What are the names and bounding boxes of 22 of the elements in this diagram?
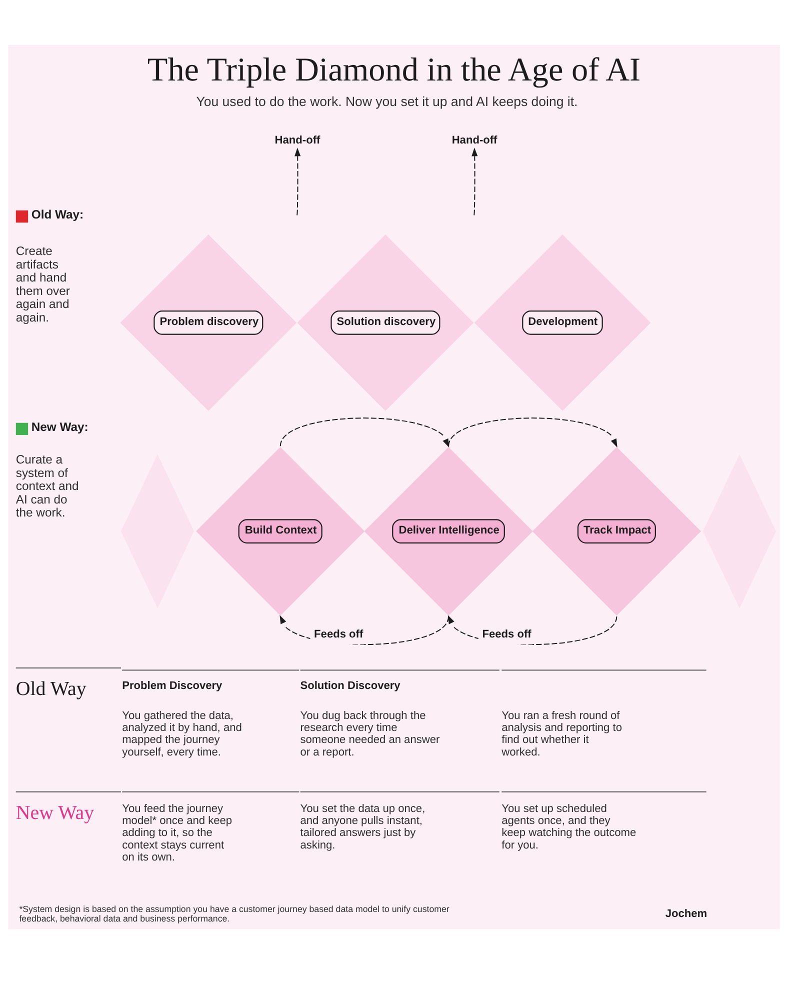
label: New Way — [16, 801, 94, 824]
node-text: Hand-off — [274, 134, 320, 146]
label: You gathered the data, analyzed it by hand, and mapped the journey yourself, every time. — [122, 709, 242, 758]
node-text: Hand-off — [452, 134, 498, 146]
edge-label: Feeds off — [314, 628, 364, 640]
label: You ran a fresh round of analysis and reporting to find out whether it worked. — [502, 709, 622, 758]
label: Problem Discovery — [122, 679, 222, 692]
label: Create artifacts and hand them over again and again. — [16, 244, 70, 324]
label: You used to do the work. Now you set it up and AI keeps doing it. — [196, 93, 578, 108]
label: Old Way — [16, 677, 86, 700]
label: Solution Discovery — [300, 679, 400, 692]
label: You set the data up once, and anyone pulls instant, tailored answers just by asking. — [300, 802, 426, 851]
label: Curate a system of context and AI can do the work. — [16, 452, 79, 520]
label: *System design is based on the assumption you have a customer journey based data model to unify customer feedback, behavioral data and business performance. — [19, 903, 450, 924]
label: You set up scheduled agents once, and they keep watching the outcome for you. — [502, 802, 636, 851]
label: New Way: — [31, 419, 88, 434]
label: Old Way: — [31, 206, 84, 221]
label: Jochem — [665, 907, 708, 920]
edge-label: Feeds off — [482, 628, 532, 640]
diagram-title: The Triple Diamond in the Age of AI — [147, 50, 641, 88]
label: You feed the journey model* once and keep adding to it, so the context stays current on its own. — [122, 802, 232, 863]
label: You dug back through the research every time someone needed an answer or a report. — [300, 709, 440, 758]
